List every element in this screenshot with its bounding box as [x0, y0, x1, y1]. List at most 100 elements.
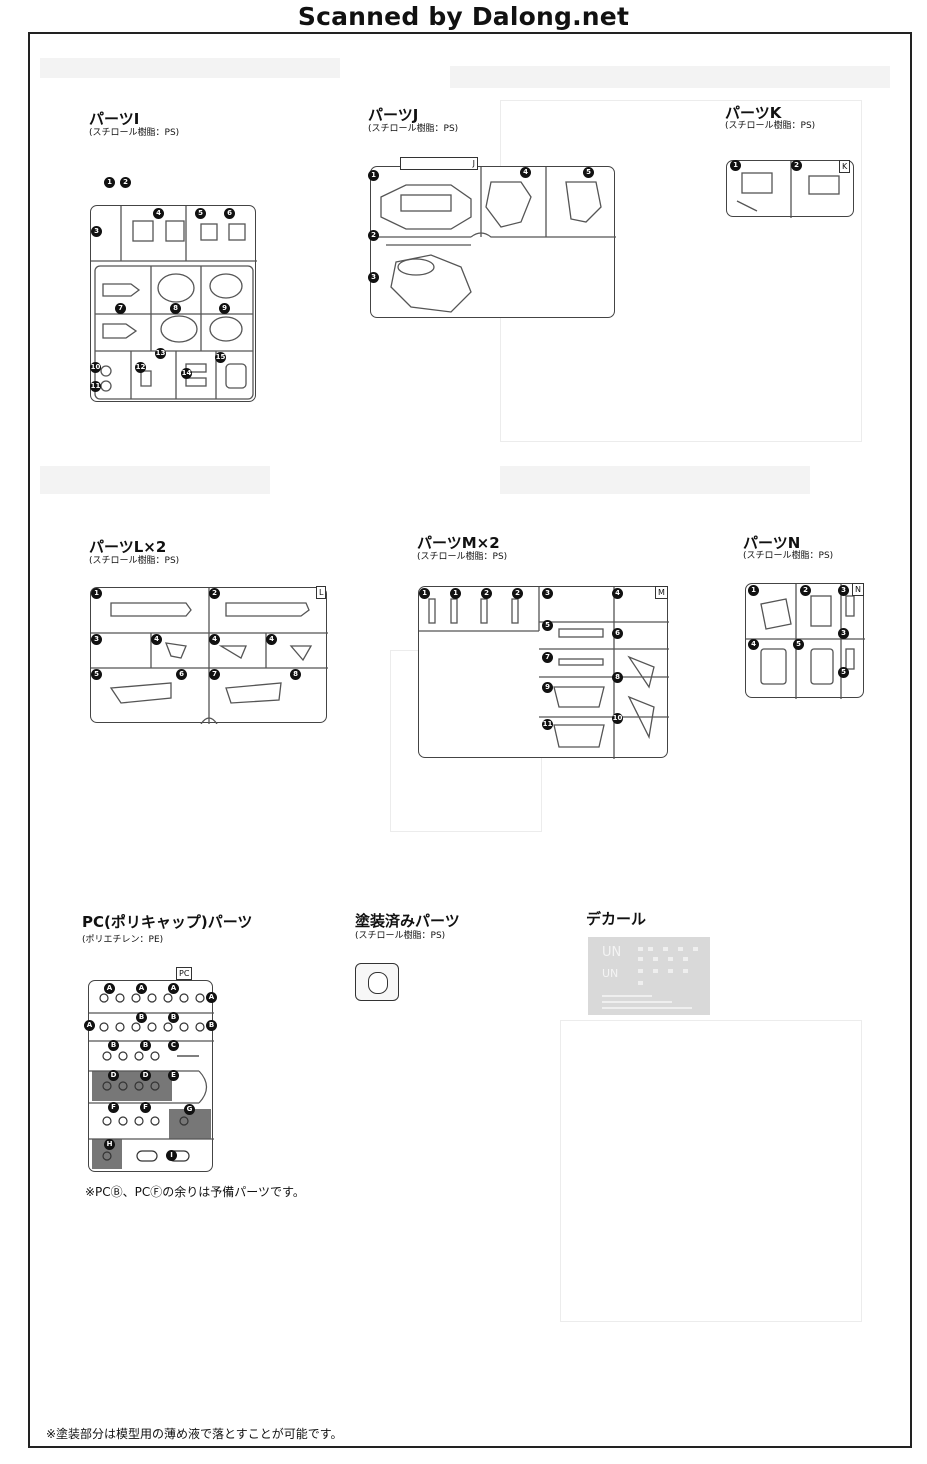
part-number-i-10: 10: [90, 362, 101, 373]
runner-k: [726, 160, 854, 218]
pc-marker-a: A: [104, 983, 115, 994]
decal-un-mark: UN: [602, 967, 619, 980]
part-number-i-7: 7: [115, 303, 126, 314]
part-number-m-2a: 2: [481, 588, 492, 599]
part-number-i-11: 11: [90, 381, 101, 392]
part-number-k-1: 1: [730, 160, 741, 171]
part-number-l-4b: 4: [209, 634, 220, 645]
part-number-j-1: 1: [368, 170, 379, 181]
part-number-j-2: 2: [368, 230, 379, 241]
part-number-n-5b: 5: [838, 667, 849, 678]
part-number-i-3: 3: [91, 226, 102, 237]
part-number-j-5: 5: [583, 167, 594, 178]
part-number-j-4: 4: [520, 167, 531, 178]
runner-title-i: パーツI: [89, 110, 140, 128]
pc-marker-i: I: [166, 1150, 177, 1161]
pc-marker-f: F: [108, 1102, 119, 1113]
part-number-m-7: 7: [542, 652, 553, 663]
pc-marker-a: A: [84, 1020, 95, 1031]
scan-watermark-header: Scanned by Dalong.net: [297, 2, 630, 31]
part-number-i-1: 1: [104, 177, 115, 188]
runner-material-j: (スチロール樹脂：PS): [368, 124, 459, 134]
part-number-l-8: 8: [290, 669, 301, 680]
runner-l: [90, 587, 328, 724]
pc-marker-e: E: [168, 1070, 179, 1081]
pc-spare-note: ※PCⒷ、PCⒻの余りは予備パーツです。: [85, 1185, 305, 1199]
ghost-band: [500, 466, 810, 494]
pc-marker-g: G: [184, 1104, 195, 1115]
part-number-j-3: 3: [368, 272, 379, 283]
runner-tag-l: L: [316, 586, 327, 599]
runner-material-painted: (スチロール樹脂：PS): [355, 931, 446, 941]
painted-part-knob: [368, 972, 388, 994]
part-number-i-8: 8: [170, 303, 181, 314]
part-number-l-7: 7: [209, 669, 220, 680]
part-number-m-6: 6: [612, 628, 623, 639]
part-number-n-3a: 3: [838, 585, 849, 596]
part-number-i-2: 2: [120, 177, 131, 188]
part-number-m-11: 11: [542, 719, 553, 730]
runner-tag-n: N: [852, 583, 864, 596]
ghost-box: [560, 1020, 862, 1322]
part-number-l-4a: 4: [151, 634, 162, 645]
decal-title: デカール: [586, 910, 647, 928]
pc-marker-b: B: [140, 1040, 151, 1051]
runner-title-pc: PC(ポリキャップ)パーツ: [82, 913, 253, 931]
part-number-i-13: 13: [155, 348, 166, 359]
paint-removal-note: ※塗装部分は模型用の薄め液で落とすことが可能です。: [46, 1427, 343, 1441]
pc-marker-a: A: [206, 992, 217, 1003]
part-number-m-1b: 1: [450, 588, 461, 599]
runner-material-k: (スチロール樹脂：PS): [725, 121, 816, 131]
pc-marker-f: F: [140, 1102, 151, 1113]
part-number-n-3b: 3: [838, 628, 849, 639]
part-number-i-5: 5: [195, 208, 206, 219]
part-number-i-15: 15: [215, 352, 226, 363]
part-number-i-4: 4: [153, 208, 164, 219]
runner-material-i: (スチロール樹脂：PS): [89, 128, 180, 138]
runner-tag-k: K: [839, 160, 851, 173]
part-number-n-4: 4: [748, 639, 759, 650]
runner-tag-j: J: [400, 157, 478, 170]
runner-m: [418, 586, 669, 759]
part-number-l-6: 6: [176, 669, 187, 680]
part-number-i-14: 14: [181, 368, 192, 379]
part-number-m-8: 8: [612, 672, 623, 683]
part-number-n-1: 1: [748, 585, 759, 596]
pc-marker-a: A: [168, 983, 179, 994]
part-number-m-9: 9: [542, 682, 553, 693]
instruction-page-frame: [28, 32, 912, 1448]
runner-material-pc: (ポリエチレン：PE): [82, 935, 164, 945]
part-number-n-5: 5: [793, 639, 804, 650]
ghost-band: [450, 66, 890, 88]
pc-marker-h: H: [104, 1139, 115, 1150]
part-number-i-12: 12: [135, 362, 146, 373]
pc-marker-b: B: [108, 1040, 119, 1051]
part-number-m-5: 5: [542, 620, 553, 631]
part-number-i-6: 6: [224, 208, 235, 219]
runner-material-l: (スチロール樹脂：PS): [89, 556, 180, 566]
pc-marker-d: D: [140, 1070, 151, 1081]
painted-part: [355, 963, 399, 1001]
runner-n: [745, 583, 865, 699]
ghost-band: [40, 466, 270, 494]
runner-tag-pc: PC: [176, 967, 193, 980]
decal-sheet: UN UN: [588, 937, 710, 1015]
part-number-i-9: 9: [219, 303, 230, 314]
runner-title-n: パーツN: [743, 534, 801, 552]
runner-title-m: パーツM×2: [417, 534, 500, 552]
part-number-l-4c: 4: [266, 634, 277, 645]
pc-marker-d: D: [108, 1070, 119, 1081]
pc-marker-a: A: [136, 983, 147, 994]
part-number-m-2b: 2: [512, 588, 523, 599]
part-number-l-2: 2: [209, 588, 220, 599]
part-number-m-3: 3: [542, 588, 553, 599]
runner-title-k: パーツK: [725, 104, 782, 122]
part-number-n-2: 2: [800, 585, 811, 596]
part-number-l-1: 1: [91, 588, 102, 599]
runner-material-m: (スチロール樹脂：PS): [417, 552, 508, 562]
ghost-band: [40, 58, 340, 78]
part-number-m-4: 4: [612, 588, 623, 599]
part-number-m-1a: 1: [419, 588, 430, 599]
runner-tag-m: M: [655, 586, 668, 599]
runner-title-j: パーツJ: [368, 106, 419, 124]
